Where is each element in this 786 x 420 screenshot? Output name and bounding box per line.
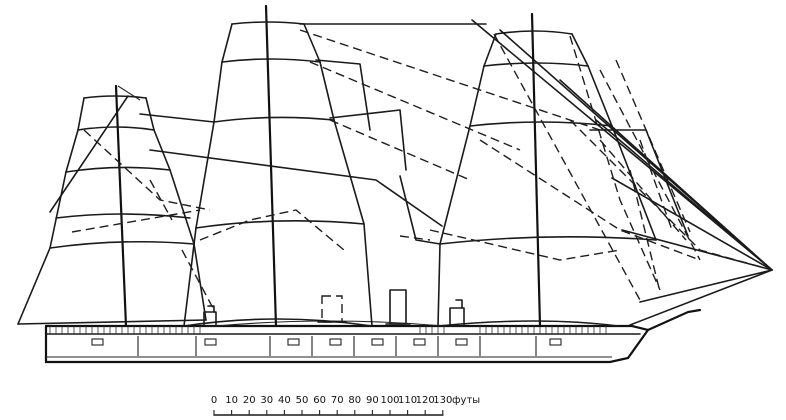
scale-tick-label: 100 [380,395,399,406]
fore-mast [399,12,701,328]
scale-tick-label: 80 [348,395,361,406]
funnel-forward [317,295,347,323]
scale-tick-label: 40 [278,395,291,406]
scale-tick-label: 70 [331,395,344,406]
mizzen-mast [17,84,211,328]
scale-tick-label: 10 [225,395,238,406]
scale-tick-label: 0 [211,395,217,406]
scale-tick-label: 20 [243,395,256,406]
scale-tick-label: 50 [296,395,309,406]
scale-unit-label: футы [452,395,480,406]
scale-tick-label: 110 [398,395,417,406]
deck-house-fore [449,299,465,327]
deck-rail-hatching [49,326,607,334]
hull [44,308,702,364]
funnel-aft [385,289,411,325]
scale-tick-label: 90 [366,395,379,406]
scale-tick-label: 30 [260,395,273,406]
scale-tick-label: 120 [416,395,435,406]
main-mast [139,4,601,328]
scale-tick-marks [213,410,444,416]
scale-tick-label: 60 [313,395,326,406]
scale-tick-label: 130 [433,395,452,406]
gun-ports [91,338,562,346]
bowsprit-rigging [471,19,773,326]
